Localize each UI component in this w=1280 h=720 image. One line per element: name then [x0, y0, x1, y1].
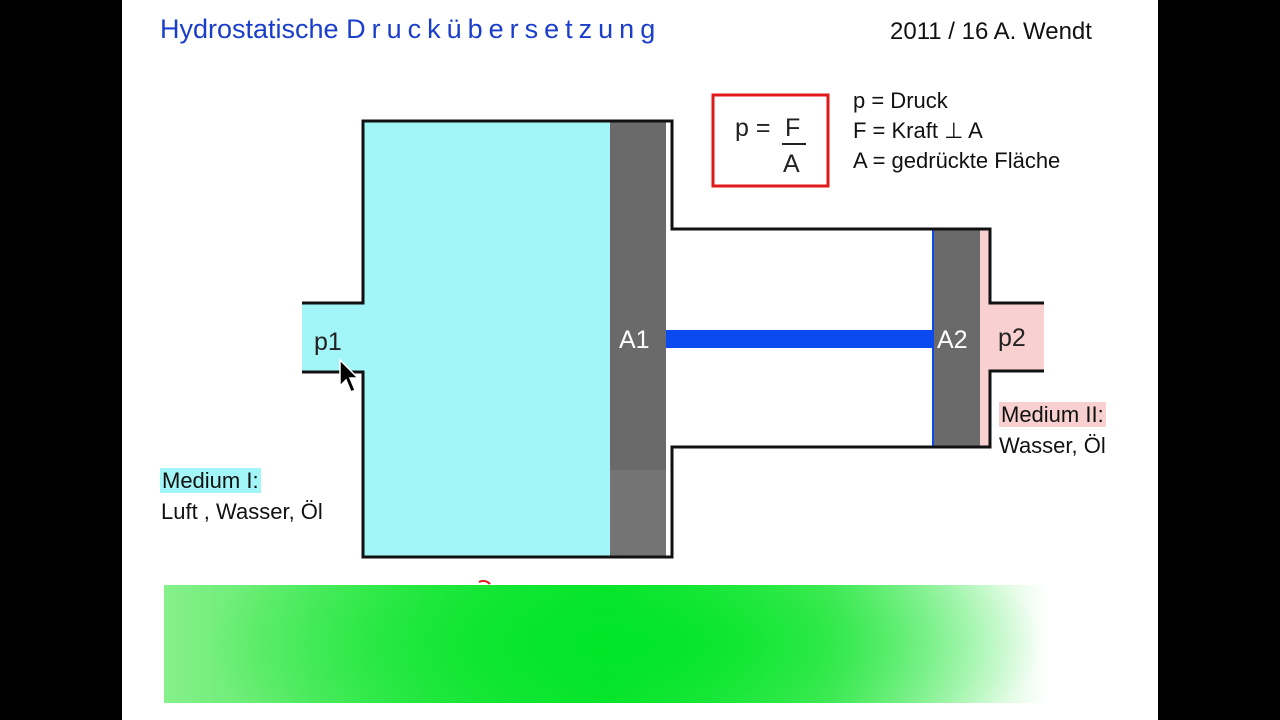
hydraulic-diagram: p1 A1 A2 p2 p = F A: [302, 93, 1044, 585]
medium1-title: Medium I:: [160, 468, 261, 493]
formula-box: [711, 93, 830, 188]
medium2-fluid: [980, 230, 990, 446]
piston-rod: [666, 330, 933, 348]
medium2-desc: Wasser, Öl: [999, 433, 1106, 458]
author-credit: 2011 / 16 A. Wendt: [890, 18, 1092, 45]
housing-outline-bottom: [302, 369, 1044, 559]
legend-line-druck: p = Druck: [853, 88, 948, 113]
formula-denominator: A: [783, 150, 800, 178]
mouse-cursor-icon: [339, 358, 360, 394]
housing-outline-top: [302, 119, 1044, 305]
page-title: Hydrostatische Druckübersetzung: [160, 14, 661, 45]
label-a2: A2: [937, 326, 968, 354]
label-p2: p2: [998, 324, 1026, 352]
p2-outlet-fluid: [988, 303, 1044, 371]
red-mark: [478, 579, 491, 585]
medium1-fluid: [363, 121, 610, 557]
p1-inlet-fluid: [302, 303, 364, 372]
slide: Hydrostatische Druckübersetzung 2011 / 1…: [122, 0, 1158, 720]
label-a1: A1: [619, 326, 650, 354]
medium2-title: Medium II:: [999, 402, 1106, 427]
medium1-desc: Luft , Wasser, Öl: [161, 499, 323, 524]
green-gradient-bar: [164, 585, 1048, 703]
piston-a2: [933, 230, 980, 446]
title-part2: Druckübersetzung: [346, 14, 662, 44]
piston-a1-shade: [610, 470, 666, 557]
legend-line-flaeche: A = gedrückte Fläche: [853, 148, 1061, 173]
title-part1: Hydrostatische: [160, 14, 339, 44]
formula-numerator: F: [785, 114, 800, 142]
label-p1: p1: [314, 328, 342, 356]
formula-lhs: p =: [735, 114, 770, 142]
legend-line-kraft: F = Kraft ⊥ A: [853, 118, 983, 143]
legend: p = Druck F = Kraft ⊥ A A = gedrückte Fl…: [853, 86, 1060, 176]
